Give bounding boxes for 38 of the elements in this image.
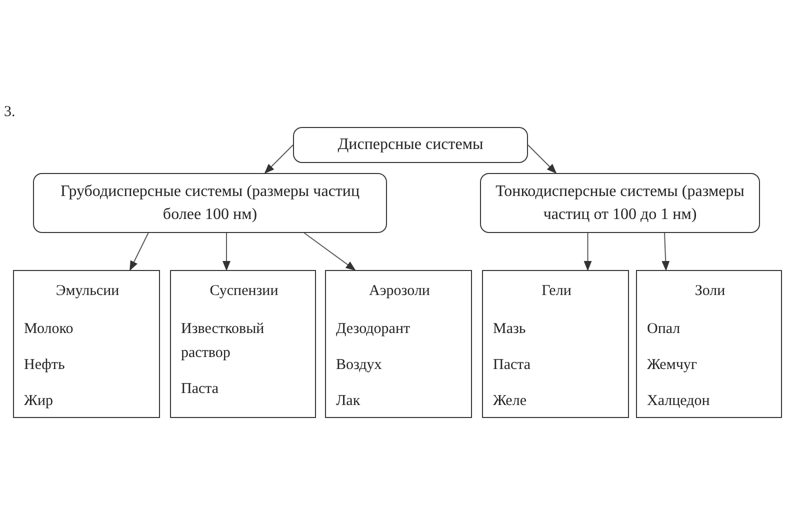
example-text: Паста	[493, 356, 532, 375]
category-box	[33, 173, 387, 233]
example-box	[170, 270, 316, 418]
example-text: Нефть	[24, 356, 66, 375]
arrow	[304, 232, 356, 271]
example-box	[482, 270, 629, 418]
arrow	[264, 144, 294, 174]
type-title: Золи	[694, 282, 726, 301]
example-text: Молоко	[24, 320, 74, 339]
category-box	[480, 173, 760, 233]
example-box	[325, 270, 472, 418]
example-text: Дезодорант	[336, 320, 412, 339]
category-title: Дисперсные системы	[338, 135, 484, 156]
example-text: Известковый раствор	[181, 320, 266, 363]
type-title: Эмульсии	[54, 282, 120, 301]
arrow	[130, 232, 149, 271]
type-title: Гели	[540, 282, 572, 301]
example-text: Желе	[493, 392, 528, 411]
example-text: Воздух	[336, 356, 383, 375]
arrow	[528, 144, 557, 174]
type-title: Суспензии	[208, 282, 280, 301]
example-text: Халцедон	[647, 392, 711, 411]
example-text: Лак	[336, 392, 362, 411]
example-box	[13, 270, 160, 418]
type-title: Аэрозоли	[368, 282, 431, 301]
example-text: Мазь	[493, 320, 527, 339]
example-text: Жир	[24, 392, 54, 411]
example-text: Жемчуг	[647, 356, 698, 375]
arrow	[584, 232, 592, 271]
arrow	[662, 232, 670, 271]
example-text: Опал	[647, 320, 682, 339]
category-title: Грубодисперсные системы (размеры частиц более 100 нм)	[59, 182, 361, 225]
example-box	[636, 270, 782, 418]
example-text: Паста	[181, 380, 220, 399]
arrow	[222, 232, 230, 271]
task-number: 3.	[4, 104, 16, 121]
category-box	[293, 127, 528, 163]
category-title: Тонкодисперсные системы (размеры частиц от 100 до 1 нм)	[494, 182, 746, 225]
